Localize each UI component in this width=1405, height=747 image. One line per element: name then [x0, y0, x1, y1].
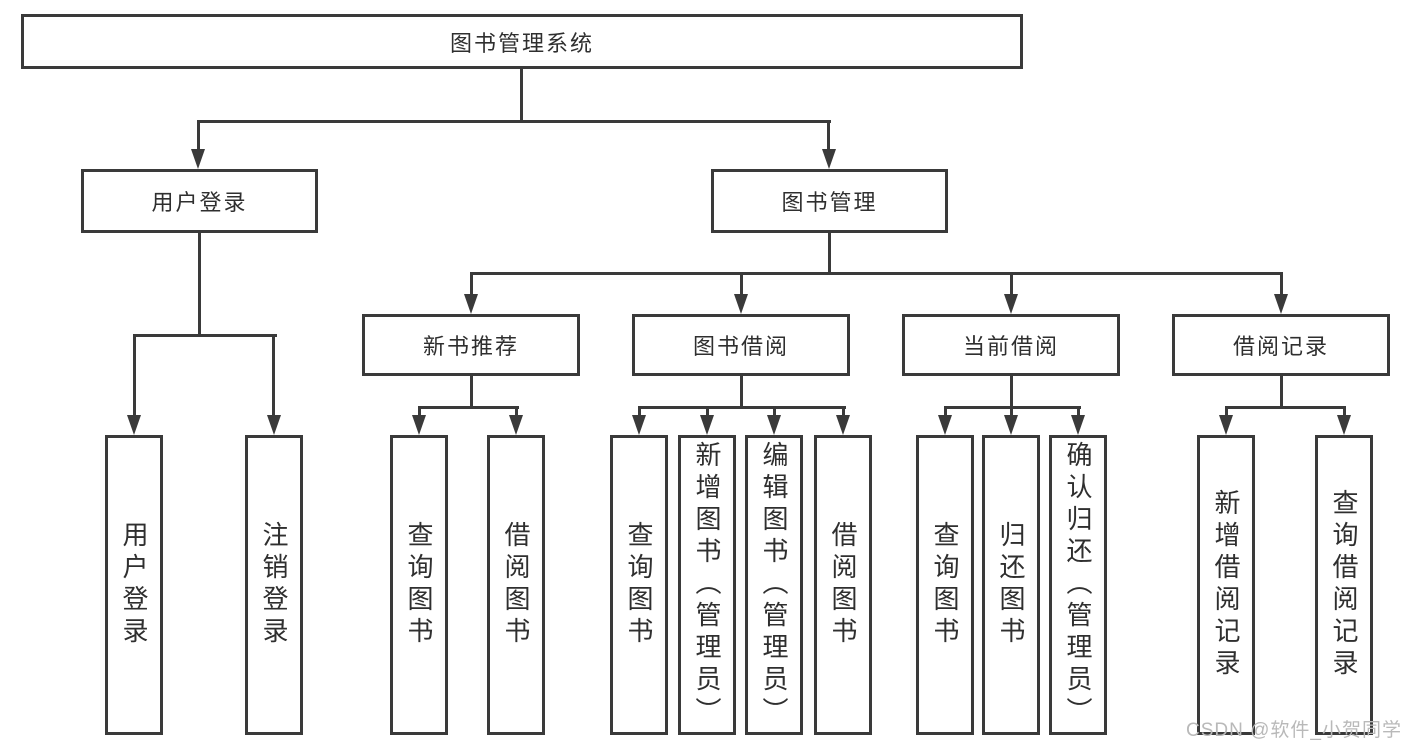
arrow-down-icon [509, 415, 523, 435]
connector-hline [638, 406, 846, 409]
arrow-down-icon [1071, 415, 1085, 435]
connector-vline [1010, 272, 1013, 297]
connector-vline [842, 406, 845, 418]
arrow-down-icon [267, 415, 281, 435]
arrow-down-icon [734, 294, 748, 314]
leaf-confirm-return-admin: 确认归还（管理员） [1049, 435, 1107, 735]
connector-vline [515, 406, 518, 418]
leaf-borrow-books-2: 借阅图书 [814, 435, 872, 735]
arrow-down-icon [1274, 294, 1288, 314]
connector-vline [1077, 406, 1080, 418]
arrow-down-icon [767, 415, 781, 435]
node-book-borrowing: 图书借阅 [632, 314, 850, 376]
connector-vline [706, 406, 709, 418]
arrow-down-icon [938, 415, 952, 435]
connector-vline [520, 69, 523, 123]
connector-vline [828, 233, 831, 275]
connector-hline [197, 120, 831, 123]
arrow-down-icon [1004, 294, 1018, 314]
arrow-down-icon [464, 294, 478, 314]
arrow-down-icon [700, 415, 714, 435]
leaf-query-books: 查询图书 [390, 435, 448, 735]
leaf-logout: 注销登录 [245, 435, 303, 735]
connector-vline [198, 233, 201, 334]
arrow-down-icon [836, 415, 850, 435]
arrow-down-icon [632, 415, 646, 435]
connector-vline [197, 120, 200, 152]
node-borrow-records: 借阅记录 [1172, 314, 1390, 376]
connector-vline [133, 334, 136, 418]
connector-vline [470, 272, 473, 297]
leaf-user-login: 用户登录 [105, 435, 163, 735]
leaf-borrow-books: 借阅图书 [487, 435, 545, 735]
connector-hline [1225, 406, 1346, 409]
connector-vline [272, 334, 275, 418]
connector-vline [1010, 406, 1013, 418]
leaf-add-book-admin: 新增图书（管理员） [678, 435, 736, 735]
arrow-down-icon [1004, 415, 1018, 435]
connector-vline [418, 406, 421, 418]
connector-vline [944, 406, 947, 418]
leaf-return-book: 归还图书 [982, 435, 1040, 735]
connector-hline [470, 272, 1283, 275]
arrow-down-icon [1337, 415, 1351, 435]
arrow-down-icon [127, 415, 141, 435]
connector-vline [1225, 406, 1228, 418]
node-book-management: 图书管理 [711, 169, 948, 233]
leaf-query-books-2: 查询图书 [610, 435, 668, 735]
connector-vline [1010, 376, 1013, 409]
arrow-down-icon [191, 149, 205, 169]
node-library-system: 图书管理系统 [21, 14, 1023, 69]
connector-vline [1280, 376, 1283, 409]
connector-vline [1280, 272, 1283, 297]
node-current-borrowing: 当前借阅 [902, 314, 1120, 376]
connector-vline [827, 120, 830, 152]
watermark: CSDN @软件_小贺同学 [1186, 720, 1402, 741]
arrow-down-icon [412, 415, 426, 435]
connector-vline [773, 406, 776, 418]
leaf-query-books-3: 查询图书 [916, 435, 974, 735]
node-user-login: 用户登录 [81, 169, 318, 233]
connector-vline [638, 406, 641, 418]
leaf-query-borrow-record: 查询借阅记录 [1315, 435, 1373, 735]
connector-vline [470, 376, 473, 409]
connector-hline [418, 406, 519, 409]
connector-hline [133, 334, 277, 337]
leaf-edit-book-admin: 编辑图书（管理员） [745, 435, 803, 735]
arrow-down-icon [822, 149, 836, 169]
connector-vline [1343, 406, 1346, 418]
arrow-down-icon [1219, 415, 1233, 435]
connector-vline [740, 376, 743, 409]
connector-vline [740, 272, 743, 297]
leaf-add-borrow-record: 新增借阅记录 [1197, 435, 1255, 735]
node-new-book-recommend: 新书推荐 [362, 314, 580, 376]
